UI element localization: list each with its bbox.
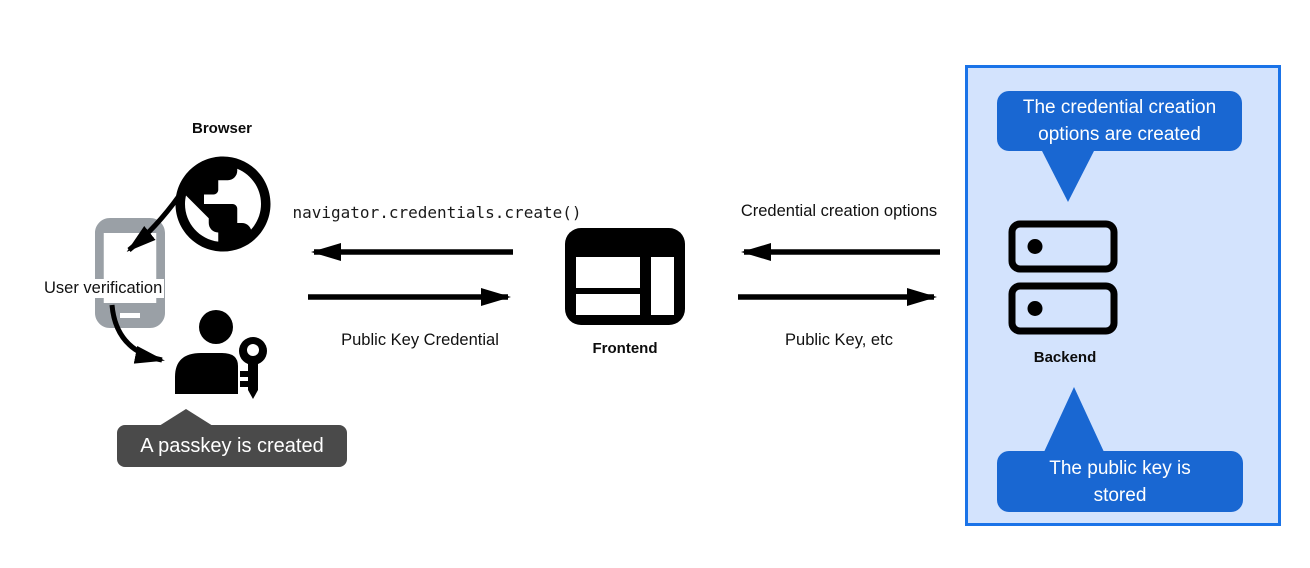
- server-stack-icon: [1008, 220, 1118, 335]
- api-call-label: navigator.credentials.create(): [292, 203, 582, 222]
- smartphone-icon: [95, 218, 165, 328]
- public-key-etc-label: Public Key, etc: [785, 331, 893, 349]
- frontend-label: Frontend: [592, 340, 658, 357]
- globe-icon: [175, 156, 271, 252]
- passkey-callout-text: A passkey is created: [140, 434, 324, 457]
- browser-label: Browser: [191, 120, 253, 137]
- public-key-stored-callout-text: The public key is stored: [1049, 457, 1191, 506]
- credential-creation-options-label: Credential creation options: [740, 202, 938, 220]
- options-created-callout: The credential creation options are crea…: [997, 91, 1242, 202]
- backend-label: Backend: [1033, 349, 1097, 366]
- public-key-stored-callout: The public key is stored: [997, 387, 1243, 512]
- passkey-callout-tail: [159, 409, 213, 426]
- options-created-callout-tail: [1041, 149, 1095, 202]
- public-key-stored-callout-tail: [1044, 387, 1104, 452]
- user-verification-label: User verification: [42, 279, 165, 298]
- browser-window-icon: [565, 228, 685, 325]
- options-created-callout-text: The credential creation options are crea…: [1022, 97, 1217, 145]
- passkey-callout: A passkey is created: [117, 409, 347, 467]
- public-key-credential-label: Public Key Credential: [341, 331, 499, 349]
- person-key-icon: [175, 310, 267, 399]
